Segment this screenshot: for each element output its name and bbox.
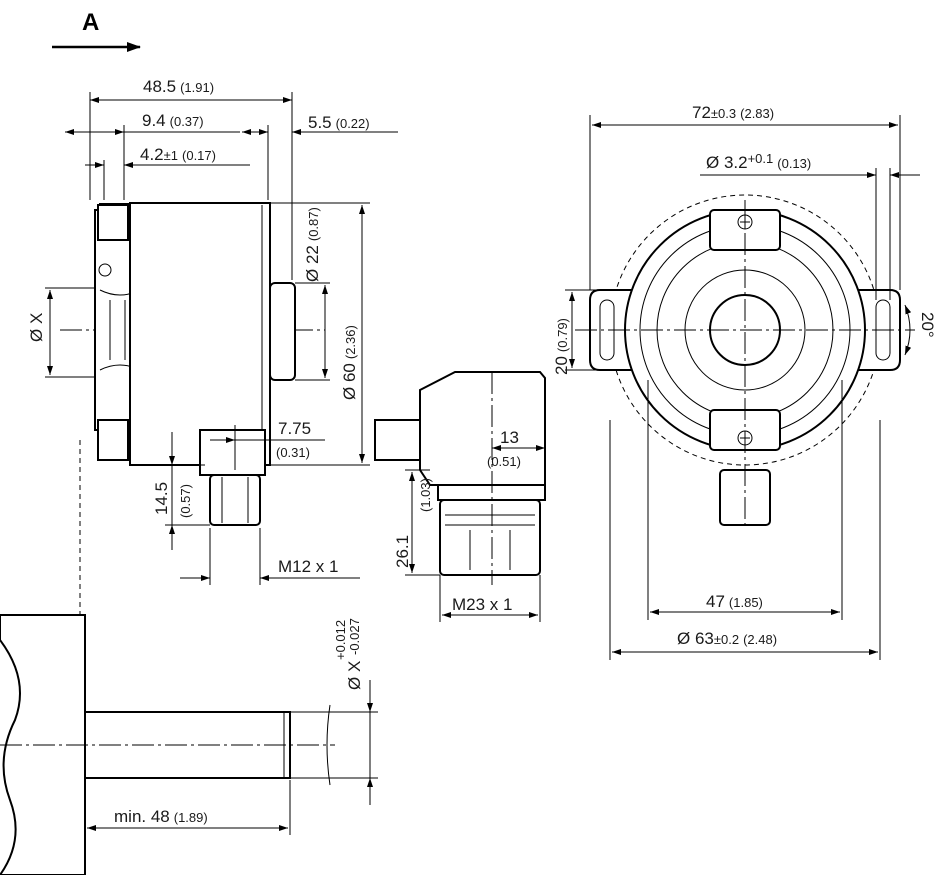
connector-plug [374,419,421,461]
width-label: 72±0.3(2.83) [692,103,774,122]
shaft-diameter-label: Ø X [345,661,364,690]
angle-arc [904,304,912,356]
flange-offset-label: 9.4(0.37) [142,111,204,130]
shaft-tol-upper: +0.012 [333,620,348,660]
connector-base [199,429,266,476]
connector-height-in-label: (0.57) [178,484,193,518]
connector-height-26-label: 26.1 [393,535,412,568]
bore-diameter-label: Ø X [27,313,46,342]
view-marker-a: A [52,9,141,52]
connector-offset-label: 7.75 [278,419,311,438]
connector-m23-label: M23 x 1 [452,595,512,614]
body-diameter-label: Ø 60(2.36) [340,325,359,400]
connector-offset-13-in-label: (0.51) [487,454,521,469]
pitch-label: 47(1.85) [706,592,763,611]
connector-height-label: 14.5 [152,482,171,515]
side-view: Ø X 48.5(1.91) 9.4(0.37) 5.5(0.22) 4.2±1… [27,77,398,585]
flange-top-tab [97,204,129,241]
connector-nut [209,474,261,526]
connector-thread-label: M12 x 1 [278,557,338,576]
slot-height-label: 20(0.79) [552,318,571,375]
hub-length-label: 5.5(0.22) [308,113,370,132]
connector-offset-in-label: (0.31) [276,445,310,460]
stator-offset-label: 4.2±1(0.17) [140,145,216,164]
angle-label: 20° [918,312,937,338]
connector-m23-nut [439,499,541,576]
connector-offset-13-label: 13 [500,428,519,447]
flange-bottom-tab [97,419,129,461]
connector-height-26-in-label: (1.03) [418,478,433,512]
view-label: A [82,9,99,36]
outer-diameter-label: Ø 63±0.2(2.48) [677,629,777,648]
shaft-view: Ø X +0.012 -0.027 min. 48(1.89) [0,440,378,875]
screw-icon [98,263,112,277]
connector-view: 13 (0.51) 26.1 (1.03) M23 x 1 [374,371,546,622]
slot-diameter-label: Ø 3.2+0.1(0.13) [706,151,811,172]
min-length-label: min. 48(1.89) [114,807,208,826]
encoder-body [129,202,271,466]
shaft-tol-lower: -0.027 [347,618,362,655]
clamp-detail [99,289,141,371]
overall-length-label: 48.5(1.91) [143,77,214,96]
angled-connector-housing [419,371,546,486]
hub-diameter-label: Ø 22(0.87) [303,207,322,282]
shaft-hub [269,282,296,381]
front-view: 72±0.3(2.83) Ø 3.2+0.1(0.13) 20(0.79) 20… [552,103,937,660]
